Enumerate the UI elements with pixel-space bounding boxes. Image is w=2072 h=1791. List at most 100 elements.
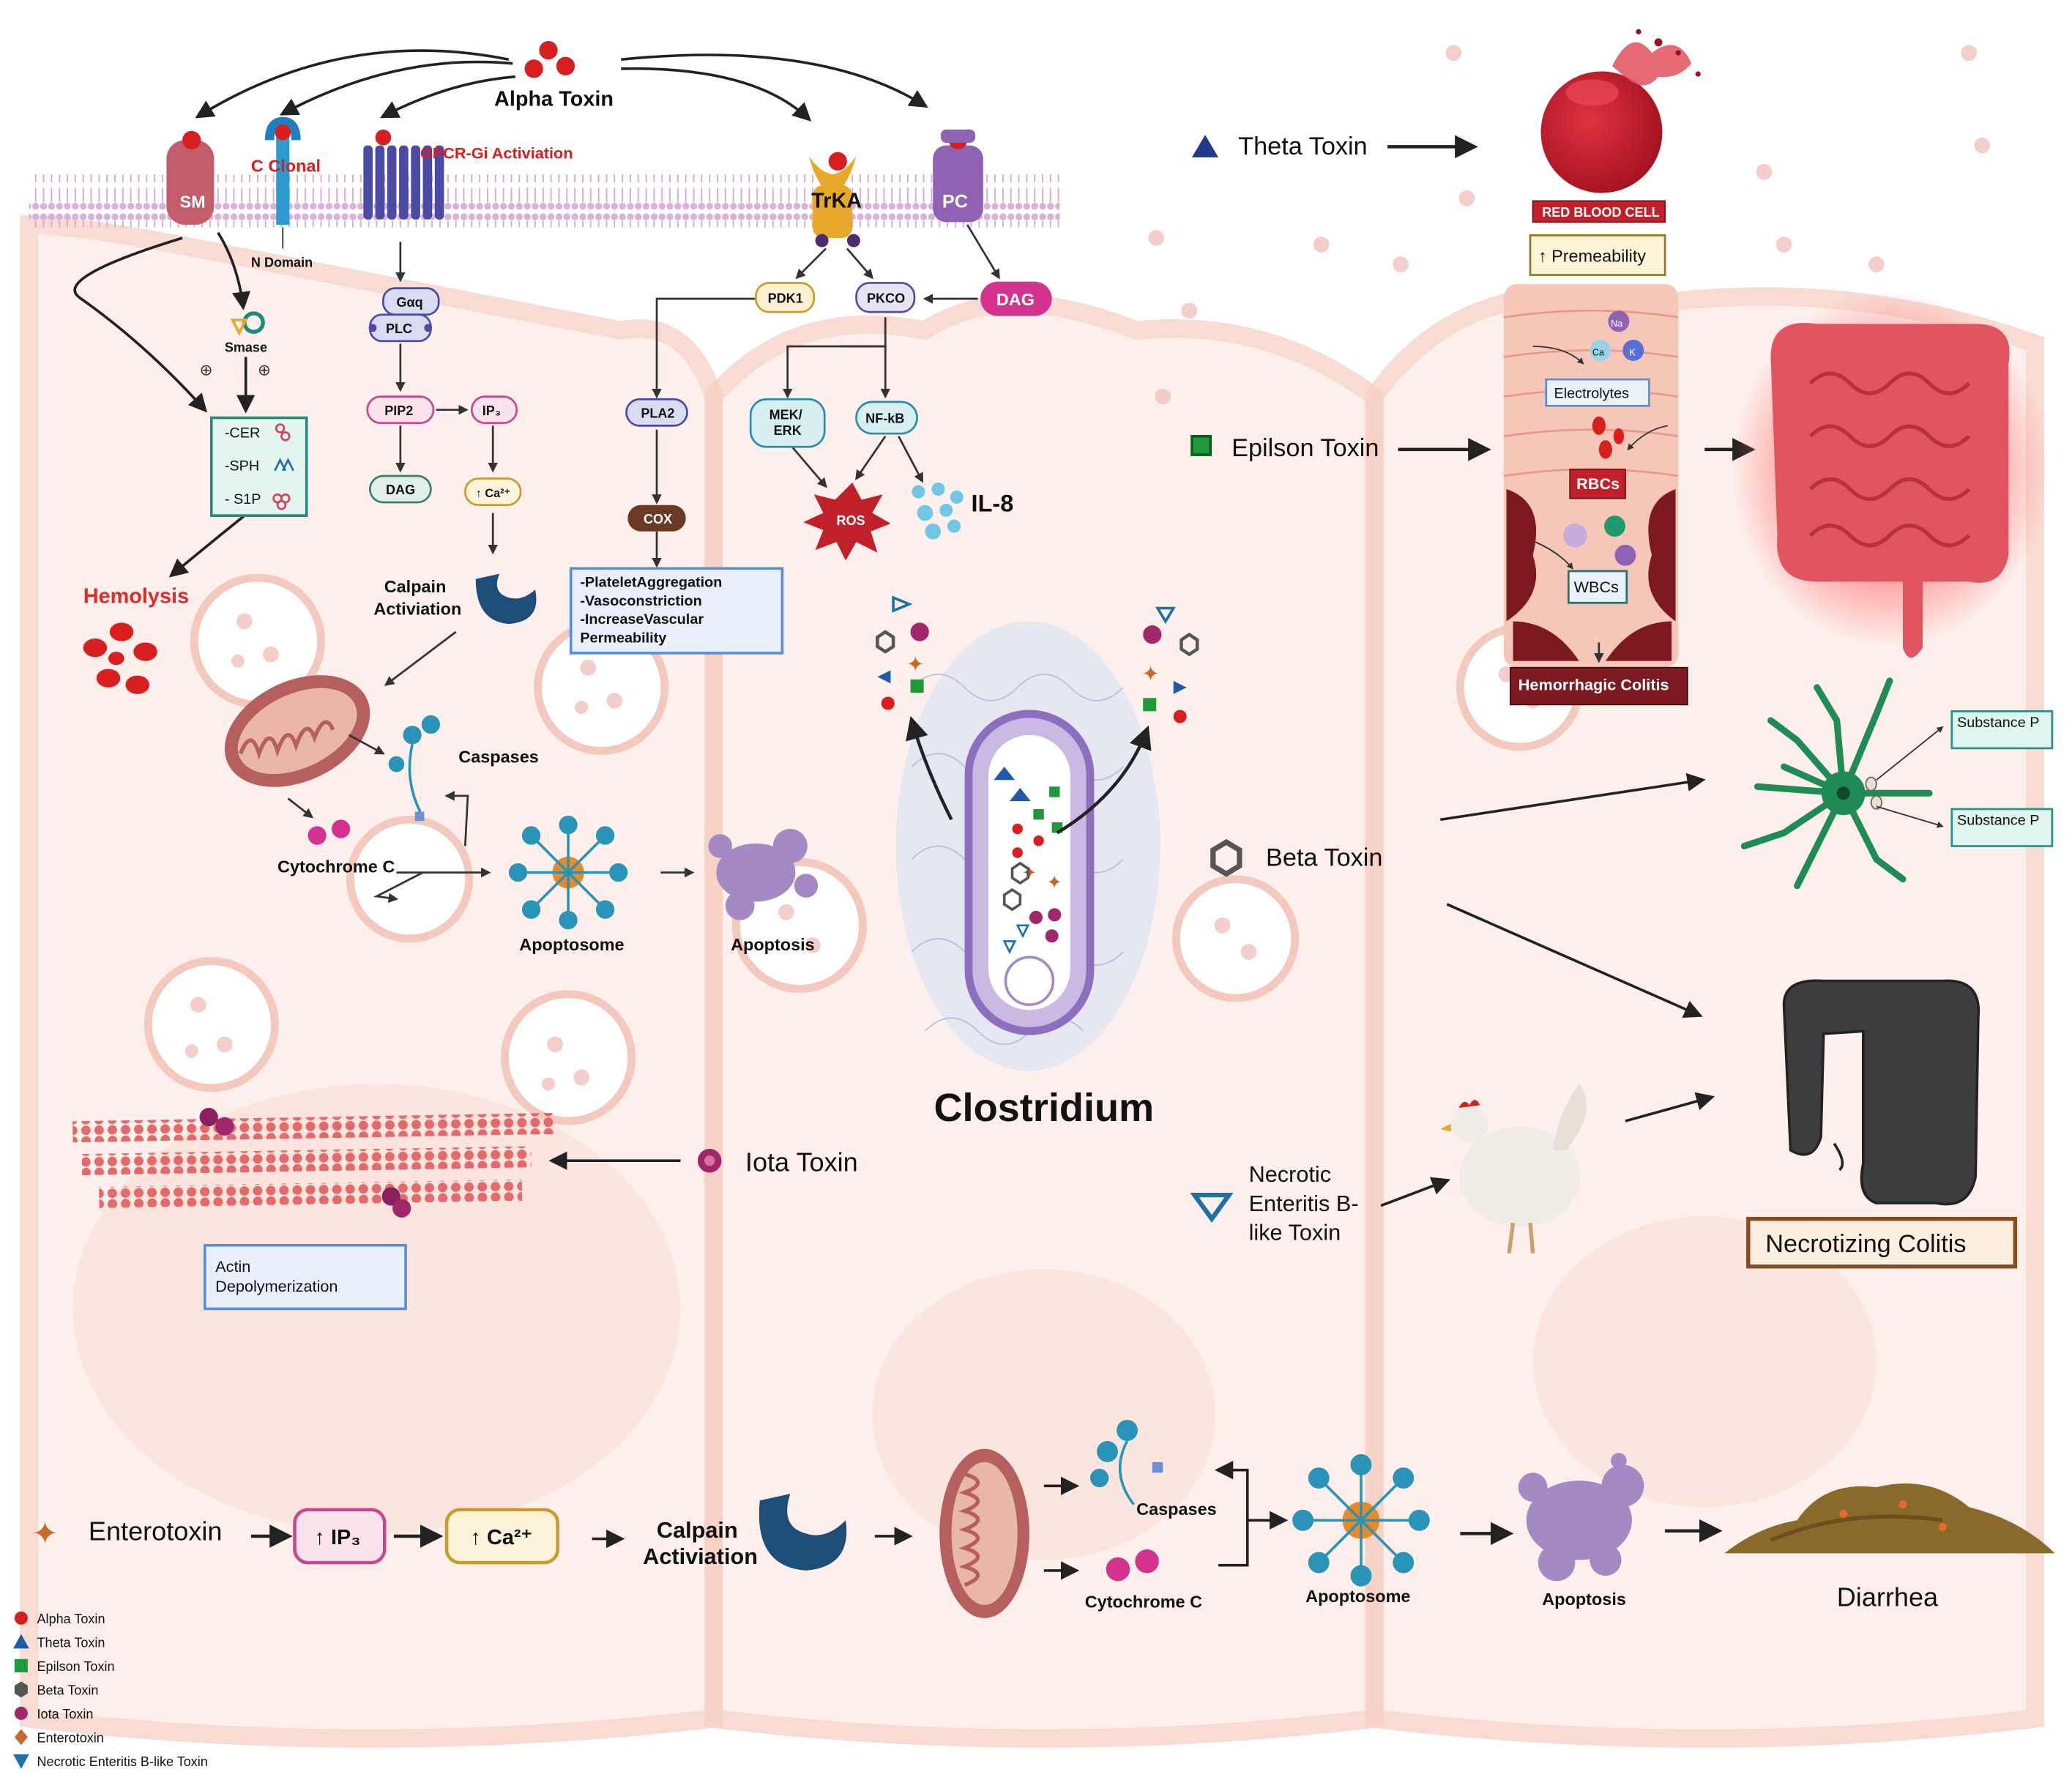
- calpain-bottom-icon: [759, 1494, 847, 1571]
- calpain-icon: [475, 573, 537, 625]
- electrolytes-label: Electrolytes: [1554, 385, 1630, 401]
- wbcs-label: WBCs: [1574, 578, 1620, 596]
- beta-toxin-icon: [1210, 838, 1242, 877]
- apoptosis-bottom-label: Apoptosis: [1542, 1590, 1626, 1609]
- electrolyte-icons: Na Ca K: [1590, 310, 1644, 361]
- legend-label-2: Epilson Toxin: [37, 1659, 115, 1674]
- iota-toxin-icon: [697, 1148, 722, 1173]
- svg-text:✦: ✦: [1141, 663, 1159, 686]
- c-clonal-receptor: [264, 116, 301, 249]
- clostridium-label: Clostridium: [933, 1086, 1154, 1130]
- hemolysis-label: Hemolysis: [83, 584, 189, 608]
- cytochrome-icon: [308, 819, 351, 845]
- vesicles: [144, 573, 1584, 1125]
- ros-icon: ROS: [803, 482, 891, 561]
- trka-receptor: TrKA: [808, 152, 862, 247]
- wbc-icons: [1563, 515, 1636, 566]
- diarrhea-icon: [1724, 1483, 2055, 1554]
- legend-label-1: Theta Toxin: [37, 1636, 105, 1650]
- legend-label-0: Alpha Toxin: [37, 1612, 105, 1626]
- legend-label-5: Enterotoxin: [37, 1731, 104, 1746]
- mitochondrion-icon: [224, 675, 370, 787]
- svg-text:PLC: PLC: [386, 321, 412, 336]
- hemorrhagic-colitis-label: Hemorrhagic Colitis: [1518, 675, 1669, 693]
- released-toxins-left: ✦: [876, 595, 929, 710]
- smase-label: Smase: [225, 340, 267, 354]
- svg-text:Ca: Ca: [1592, 348, 1605, 358]
- necrotic-colon-icon: [1782, 979, 1980, 1206]
- pdk1-node: PDK1: [755, 282, 816, 313]
- s1p-label: - S1P: [225, 491, 261, 507]
- cox-node: COX: [627, 504, 686, 532]
- cytochrome-bottom-label: Cytochrome C: [1085, 1592, 1202, 1611]
- cer-label: -CER: [225, 425, 261, 442]
- gpcr-receptor: [363, 129, 444, 220]
- svg-text:DAG: DAG: [996, 290, 1035, 309]
- enterotoxin-icon: ✦: [31, 1516, 58, 1552]
- clostridium-icon: ✦✦ ✦ ✦: [876, 595, 1199, 1071]
- svg-text:DAG: DAG: [386, 483, 415, 497]
- legend-label-6: Necrotic Enteritis B-like Toxin: [37, 1754, 208, 1769]
- legend-marker-0: [14, 1611, 28, 1625]
- svg-text:SM: SM: [179, 192, 205, 211]
- gaq-node: Gαq: [382, 287, 440, 316]
- rbc-cluster-icon: [83, 622, 157, 694]
- svg-text:PKCO: PKCO: [867, 291, 905, 305]
- apoptosis-icon: [708, 829, 819, 920]
- svg-text:NF-kB: NF-kB: [865, 412, 904, 426]
- svg-text:↑ Ca²⁺: ↑ Ca²⁺: [476, 487, 510, 500]
- diarrhea-label: Diarrhea: [1837, 1582, 1939, 1612]
- neuron-icon: [1740, 677, 1933, 890]
- sph-label: -SPH: [225, 458, 259, 474]
- pla2-node: PLA2: [625, 398, 688, 427]
- legend-marker-2: [14, 1658, 28, 1672]
- legend-label-4: Iota Toxin: [37, 1707, 94, 1721]
- electrolytes-box: [1545, 378, 1650, 407]
- cox-effects-text: -PlateletAggregation -Vasoconstriction -…: [580, 575, 726, 647]
- svg-text:Gαq: Gαq: [396, 295, 422, 310]
- alpha-toxin-icon: [524, 40, 575, 78]
- smase-icon: [230, 311, 265, 337]
- nfkb-node: NF-kB: [855, 401, 918, 435]
- svg-text:COX: COX: [644, 512, 672, 526]
- rbc-label: RED BLOOD CELL: [1542, 205, 1659, 220]
- rbc-label-box: [1532, 200, 1666, 223]
- svg-text:TrKA: TrKA: [811, 189, 862, 212]
- epsilon-toxin-icon: [1190, 435, 1212, 456]
- necrotizing-colitis-box: [1746, 1216, 2018, 1269]
- apoptosome-bottom-label: Apoptosome: [1305, 1587, 1410, 1606]
- permeability-label: ↑ Premeability: [1538, 246, 1647, 265]
- apoptosome-label: Apoptosome: [519, 935, 624, 954]
- rbcs-box: [1569, 469, 1626, 499]
- epsilon-toxin-label: Epilson Toxin: [1231, 434, 1379, 462]
- c-clonal-label: C Clonal: [251, 157, 321, 176]
- apoptosome-bottom-icon: [1292, 1454, 1430, 1587]
- caspase-bottom-icon: [1089, 1420, 1163, 1505]
- legend-marker-5: [14, 1729, 28, 1746]
- dag-left-node: DAG: [369, 474, 432, 504]
- caspases-bottom-label: Caspases: [1136, 1500, 1217, 1519]
- inflamed-intestine-icon: [1731, 291, 2049, 658]
- rbcs-label: RBCs: [1576, 474, 1620, 493]
- necrotic-enteritis-toxin-icon: [1190, 1192, 1234, 1224]
- caspases-label: Caspases: [458, 748, 539, 767]
- plc-node: PLC: [368, 313, 433, 343]
- alpha-toxin-label: Alpha Toxin: [494, 87, 614, 111]
- legend-marker-3: [14, 1681, 28, 1698]
- cytochrome-label: Cytochrome C: [277, 857, 395, 876]
- svg-text:PIP2: PIP2: [384, 403, 413, 418]
- svg-text:PLA2: PLA2: [641, 406, 674, 421]
- svg-text:PDK1: PDK1: [768, 291, 803, 305]
- actin-depolymerization-box: [203, 1243, 407, 1311]
- apoptosome-icon: [508, 815, 628, 930]
- svg-text:✦: ✦: [1046, 872, 1062, 893]
- svg-text:✦: ✦: [906, 653, 924, 677]
- svg-text:IP₃: IP₃: [482, 403, 501, 418]
- cell-background: [20, 45, 2045, 1748]
- theta-toxin-label: Theta Toxin: [1238, 133, 1368, 160]
- mitochondrion-bottom-icon: [939, 1448, 1029, 1618]
- svg-text:PC: PC: [942, 191, 968, 212]
- legend-marker-4: [14, 1706, 28, 1720]
- svg-text:Na: Na: [1611, 319, 1623, 329]
